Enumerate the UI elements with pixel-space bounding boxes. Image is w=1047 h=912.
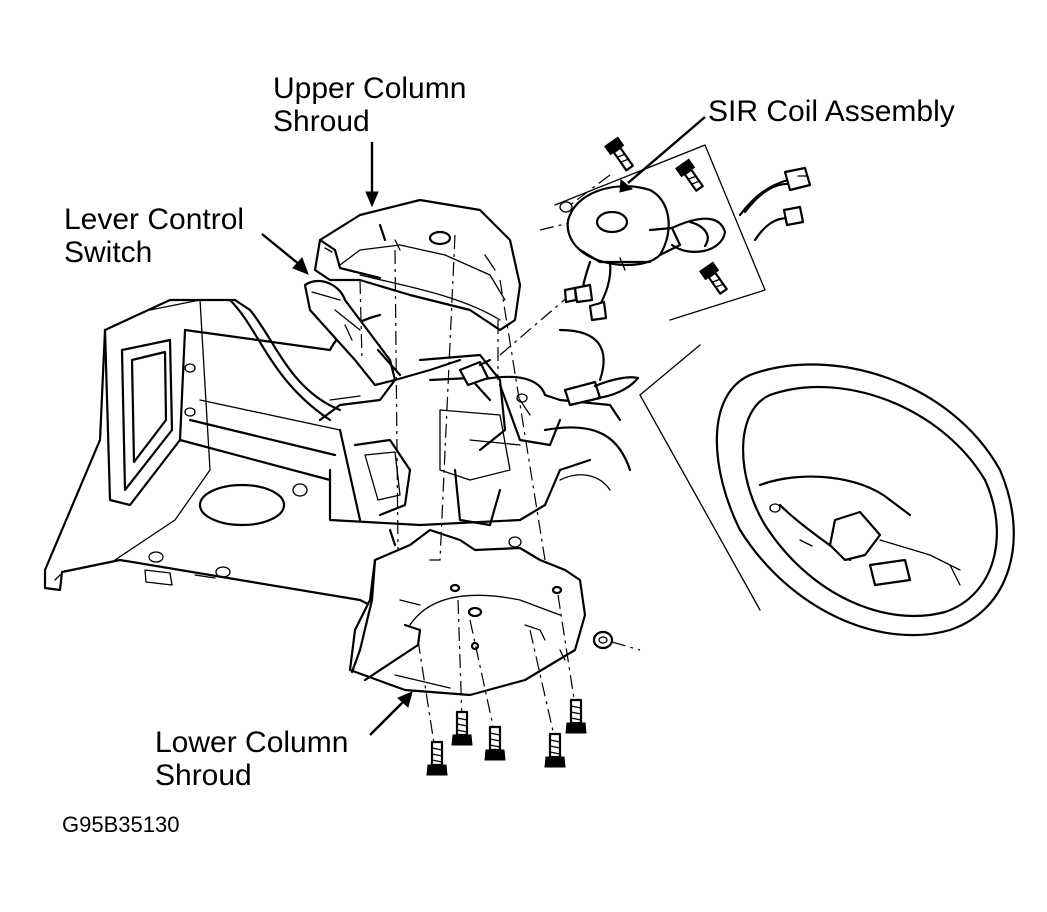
lower-shroud-label: Lower Column Shroud xyxy=(155,726,348,792)
alignment-lines xyxy=(359,174,616,751)
dash-support-bracket xyxy=(43,298,372,607)
lower-shroud-screws xyxy=(426,698,587,776)
sir-coil-label: SIR Coil Assembly xyxy=(708,95,955,128)
column-connector xyxy=(563,376,640,407)
lower-shroud-label-line1: Lower Column xyxy=(155,726,349,759)
sir-coil-assembly xyxy=(554,144,766,322)
figure-id: G95B35130 xyxy=(62,812,180,837)
lever-switch-label: Lever Control Switch xyxy=(64,203,244,269)
steering-wheel xyxy=(639,344,1015,637)
lower-shroud-label-line2: Shroud xyxy=(155,759,252,792)
upper-column-shroud xyxy=(313,198,522,332)
lever-control-switch xyxy=(303,279,402,387)
lever-switch-label-line1: Lever Control xyxy=(64,203,245,236)
sir-coil-screws xyxy=(604,136,728,295)
lower-column-shroud xyxy=(348,528,587,697)
callout-leaders xyxy=(261,116,706,736)
lever-switch-label-line2: Switch xyxy=(64,236,153,269)
upper-shroud-label-line1: Upper Column xyxy=(273,72,467,105)
coil-connectors xyxy=(738,166,812,242)
upper-shroud-label-line2: Shroud xyxy=(273,105,370,138)
coil-lead-connector xyxy=(458,358,492,387)
upper-shroud-label: Upper Column Shroud xyxy=(273,72,466,138)
washer xyxy=(592,630,641,651)
